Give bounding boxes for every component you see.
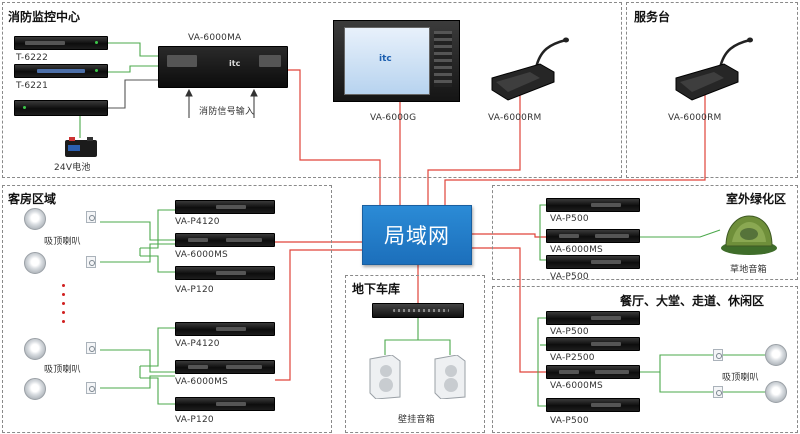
guest-ceiling-speaker-label-2: 吸顶喇叭 <box>44 365 81 375</box>
t6221-unit <box>14 64 108 78</box>
dining-p500-unit <box>546 311 640 325</box>
service-va6000rm-label: VA-6000RM <box>668 113 722 123</box>
va6000g-label: VA-6000G <box>370 113 417 123</box>
battery-icon <box>65 137 97 157</box>
guest-ceiling-speaker-label: 吸顶喇叭 <box>44 237 81 247</box>
volume-control-icon <box>86 382 96 394</box>
network-lines <box>265 69 706 381</box>
va6000ma-unit: itc <box>158 46 288 88</box>
zone-title-outdoor-green: 室外绿化区 <box>726 192 787 206</box>
fire-signal-label: 消防信号输入 <box>199 107 255 117</box>
continuation-dots <box>62 284 65 329</box>
ceiling-speaker-icon <box>24 252 46 274</box>
dining-p2500-unit <box>546 337 640 351</box>
wall-speaker-label: 壁挂音箱 <box>398 415 435 425</box>
lawn-speaker-label: 草地音箱 <box>730 265 767 275</box>
guest-p4120-unit <box>175 200 275 214</box>
zone-title-underground-garage: 地下车库 <box>352 282 401 296</box>
lan-box: 局域网 <box>362 205 472 265</box>
va6000g-screen: itc <box>344 27 430 95</box>
zone-underground-garage <box>345 275 485 433</box>
volume-control-icon <box>713 386 723 398</box>
audio-lines <box>79 42 765 407</box>
zone-title-guest-rooms: 客房区域 <box>8 192 57 206</box>
va6000rm-label: VA-6000RM <box>488 113 542 123</box>
net-line-service-rm <box>444 95 706 205</box>
dining-p500-label: VA-P500 <box>550 327 589 337</box>
t6222-unit <box>14 36 108 50</box>
ceiling-speaker-icon <box>765 381 787 403</box>
garage-amplifier-unit <box>372 303 464 318</box>
va6000ma-label: VA-6000MA <box>188 33 242 43</box>
volume-control-icon <box>713 349 723 361</box>
va6000g-logo: itc <box>379 54 392 64</box>
dining-ceiling-speaker-label: 吸顶喇叭 <box>722 373 759 383</box>
va6000g-console: itc <box>333 20 460 102</box>
paging-mic-icon <box>491 37 569 101</box>
zone-dining-hall <box>492 286 798 433</box>
guest-ms-label: VA-6000MS <box>175 250 228 260</box>
fire-signal-arrows <box>185 88 258 118</box>
zone-title-dining-hall: 餐厅、大堂、走道、休闲区 <box>620 294 765 308</box>
volume-control-icon <box>86 342 96 354</box>
battery-label: 24V电池 <box>54 163 91 173</box>
guest-p120-unit <box>175 266 275 280</box>
dining-p500-unit-2 <box>546 398 640 412</box>
zone-outdoor-green <box>492 185 798 280</box>
service-paging-mic-icon <box>675 37 753 101</box>
zone-fire-control <box>2 2 622 178</box>
outdoor-p500-unit <box>546 198 640 212</box>
t6221-label: T-6221 <box>16 81 49 91</box>
outdoor-p500-unit-2 <box>546 255 640 269</box>
net-line-dining-ms <box>470 247 546 373</box>
guest-p4120-label: VA-P4120 <box>175 217 220 227</box>
lan-label: 局域网 <box>384 224 450 248</box>
zone-title-fire-control: 消防监控中心 <box>8 10 81 24</box>
zone-guest-rooms <box>2 185 332 433</box>
dining-ms-label: VA-6000MS <box>550 381 603 391</box>
power-unit <box>14 100 108 116</box>
dining-ms-unit <box>546 365 640 379</box>
outdoor-ms-label: VA-6000MS <box>550 245 603 255</box>
zone-service-desk <box>626 2 798 178</box>
outdoor-p500-label-2: VA-P500 <box>550 272 589 282</box>
t6222-label: T-6222 <box>16 53 49 63</box>
net-line-guest-ms-2 <box>275 249 362 381</box>
net-line-6000rm <box>427 95 521 205</box>
va6000ma-logo: itc <box>229 59 241 68</box>
dining-p2500-label: VA-P2500 <box>550 353 595 363</box>
guest-p120-label-2: VA-P120 <box>175 415 214 425</box>
outdoor-ms-unit <box>546 229 640 243</box>
net-line-6000ma <box>265 69 381 205</box>
guest-ms-label-2: VA-6000MS <box>175 377 228 387</box>
wall-speaker-icon <box>369 355 401 399</box>
ceiling-speaker-icon <box>765 344 787 366</box>
guest-p4120-label-2: VA-P4120 <box>175 339 220 349</box>
outdoor-p500-label: VA-P500 <box>550 214 589 224</box>
guest-ms-unit-2 <box>175 360 275 374</box>
guest-ms-unit <box>175 233 275 247</box>
zone-title-service-desk: 服务台 <box>634 10 671 24</box>
ceiling-speaker-icon <box>24 338 46 360</box>
dining-p500-label-2: VA-P500 <box>550 416 589 426</box>
volume-control-icon <box>86 211 96 223</box>
volume-control-icon <box>86 256 96 268</box>
wall-speaker-icon <box>434 355 466 399</box>
guest-p120-label: VA-P120 <box>175 285 214 295</box>
lawn-speaker-icon <box>721 215 777 255</box>
ceiling-speaker-icon <box>24 378 46 400</box>
ceiling-speaker-icon <box>24 208 46 230</box>
guest-p120-unit-2 <box>175 397 275 411</box>
va6000g-buttons <box>434 31 452 87</box>
guest-p4120-unit-2 <box>175 322 275 336</box>
